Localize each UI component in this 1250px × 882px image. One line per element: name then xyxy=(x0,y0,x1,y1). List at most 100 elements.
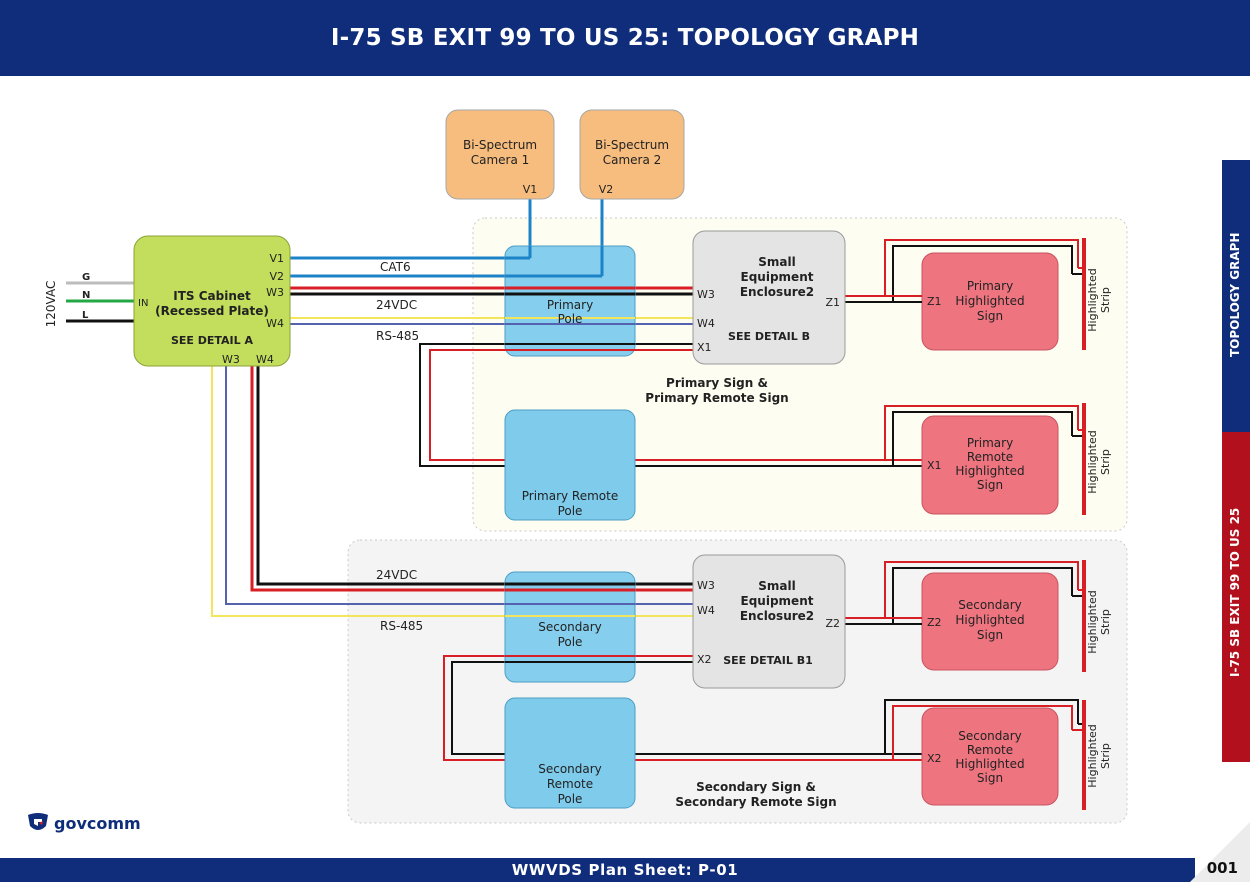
logo-text: govcomm xyxy=(54,813,141,833)
footer-title: WWVDS Plan Sheet: P-01 xyxy=(511,861,739,879)
secondary-enclosure-node xyxy=(692,554,846,689)
side-tab-upper-label: TOPOLOGY GRAPH xyxy=(1228,232,1242,357)
primary-enclosure-port-x1: X1 xyxy=(697,341,712,354)
primary-sign-title: Primary xyxy=(967,279,1013,293)
secondary-remote-pole-title: Secondary xyxy=(538,762,602,776)
power-voltage-label: 120VAC xyxy=(44,281,58,328)
secondary-remote-pole-subtitle: Remote xyxy=(547,777,593,791)
secondary-group-caption-2: Secondary Remote Sign xyxy=(675,795,836,809)
secondary-remote-pole-subtitle-2: Pole xyxy=(558,792,583,806)
primary-pole-title: Primary xyxy=(547,298,593,312)
strip-label-secondary: Highlighted Strip xyxy=(1086,590,1112,653)
primary-enclosure-node xyxy=(692,230,846,365)
camera-2-title: Bi-Spectrum xyxy=(595,138,669,152)
cabinet-port-w3: W3 xyxy=(266,286,284,299)
camera-1-subtitle: Camera 1 xyxy=(471,153,530,167)
page-number: 001 xyxy=(1206,859,1238,877)
cabinet-port-w3-bottom: W3 xyxy=(222,353,240,366)
footer-bar xyxy=(0,858,1195,882)
page-title: I-75 SB EXIT 99 TO US 25: TOPOLOGY GRAPH xyxy=(330,25,920,51)
highlighted-strip-primary-remote xyxy=(1082,403,1086,515)
cabinet-in-port-label: IN xyxy=(138,298,148,309)
highlighted-strip-secondary xyxy=(1082,560,1086,672)
primary-enclosure-title-3: Enclosure2 xyxy=(740,285,814,299)
strip-label-primary: Highlighted Strip xyxy=(1086,268,1112,331)
highlighted-strip-secondary-remote xyxy=(1082,700,1086,810)
footer-corner-shape xyxy=(1190,822,1250,882)
cables-over-poles xyxy=(505,246,635,663)
primary-enclosure-port-z1: Z1 xyxy=(825,296,840,309)
secondary-enclosure-port-w3: W3 xyxy=(697,579,715,592)
neutral-label: N xyxy=(82,290,90,301)
secondary-remote-sign-port: X2 xyxy=(927,752,942,765)
secondary-remote-sign-title-3: Highlighted xyxy=(955,757,1024,771)
side-tab-lower xyxy=(1222,432,1250,762)
primary-sign-port: Z1 xyxy=(927,295,942,308)
cabinet-port-v1: V1 xyxy=(269,252,284,265)
secondary-pole-subtitle: Pole xyxy=(558,635,583,649)
secondary-remote-sign-node xyxy=(921,707,1059,806)
secondary-group-caption: Secondary Sign & xyxy=(696,780,816,794)
secondary-remote-sign-title-2: Remote xyxy=(967,743,1013,757)
camera-1-node xyxy=(445,109,555,200)
cabinet-port-w4-bottom: W4 xyxy=(256,353,274,366)
secondary-sign-title-3: Sign xyxy=(977,628,1003,642)
primary-pole-subtitle: Pole xyxy=(558,312,583,326)
primary-group-caption: Primary Sign & xyxy=(666,376,768,390)
strip-label-secondary-remote-line2: Strip xyxy=(1099,743,1112,769)
strip-label-primary-remote: Highlighted Strip xyxy=(1086,430,1112,493)
cabinet-subtitle: (Recessed Plate) xyxy=(155,304,269,318)
cabinet-port-v2: V2 xyxy=(269,270,284,283)
primary-enclosure-detail-ref: SEE DETAIL B xyxy=(728,330,810,343)
secondary-pole-title: Secondary xyxy=(538,620,602,634)
secondary-remote-pole-node xyxy=(504,697,636,809)
primary-remote-sign-node xyxy=(921,415,1059,515)
primary-remote-sign-title-3: Highlighted xyxy=(955,464,1024,478)
24vdc-bottom-label: 24VDC xyxy=(376,568,417,582)
primary-enclosure-port-w4: W4 xyxy=(697,317,715,330)
sign-inbound-stubs xyxy=(885,295,922,625)
secondary-sign-title: Secondary xyxy=(958,598,1022,612)
primary-sign-title-3: Sign xyxy=(977,309,1003,323)
highlighted-strip-primary xyxy=(1082,238,1086,350)
its-cabinet-node xyxy=(133,235,291,367)
secondary-enclosure-port-z2: Z2 xyxy=(825,617,840,630)
strip-label-secondary-line1: Highlighted xyxy=(1086,590,1099,653)
camera-2-node xyxy=(579,109,685,200)
ground-label: G xyxy=(82,272,90,283)
strip-label-primary-remote-line1: Highlighted xyxy=(1086,430,1099,493)
power-input-wires xyxy=(66,281,134,323)
secondary-pole-node xyxy=(504,571,636,683)
cabinet-port-w4: W4 xyxy=(266,317,284,330)
secondary-enclosure-port-x2: X2 xyxy=(697,653,712,666)
secondary-remote-sign-title-4: Sign xyxy=(977,771,1003,785)
strip-label-secondary-remote-line1: Highlighted xyxy=(1086,724,1099,787)
strip-label-primary-line1: Highlighted xyxy=(1086,268,1099,331)
secondary-enclosure-title-3: Enclosure2 xyxy=(740,609,814,623)
primary-remote-sign-title-4: Sign xyxy=(977,478,1003,492)
secondary-remote-sign-title: Secondary xyxy=(958,729,1022,743)
primary-remote-sign-title: Primary xyxy=(967,436,1013,450)
secondary-enclosure-title-2: Equipment xyxy=(741,594,814,608)
rs485-bottom-label: RS-485 xyxy=(380,619,423,633)
primary-remote-pole-title: Primary Remote xyxy=(522,489,619,503)
secondary-sign-port: Z2 xyxy=(927,616,942,629)
strip-label-secondary-remote: Highlighted Strip xyxy=(1086,724,1112,787)
primary-enclosure-port-w3: W3 xyxy=(697,288,715,301)
secondary-sign-node xyxy=(921,572,1059,671)
cabinet-title: ITS Cabinet xyxy=(173,289,251,303)
primary-remote-pole-node xyxy=(504,409,636,521)
cat6-label: CAT6 xyxy=(380,260,411,274)
govcomm-logo: govcomm xyxy=(26,812,141,834)
primary-enclosure-title: Small xyxy=(758,255,795,269)
camera-1-title: Bi-Spectrum xyxy=(463,138,537,152)
primary-remote-sign-title-2: Remote xyxy=(967,450,1013,464)
camera-1-port: V1 xyxy=(523,183,538,196)
strip-label-secondary-line2: Strip xyxy=(1099,609,1112,635)
side-tab-upper xyxy=(1222,160,1250,432)
camera-2-subtitle: Camera 2 xyxy=(603,153,662,167)
primary-remote-pole-subtitle: Pole xyxy=(558,504,583,518)
secondary-enclosure-detail-ref: SEE DETAIL B1 xyxy=(723,654,813,667)
secondary-enclosure-title: Small xyxy=(758,579,795,593)
side-tab-lower-label: I-75 SB EXIT 99 TO US 25 xyxy=(1228,507,1242,677)
